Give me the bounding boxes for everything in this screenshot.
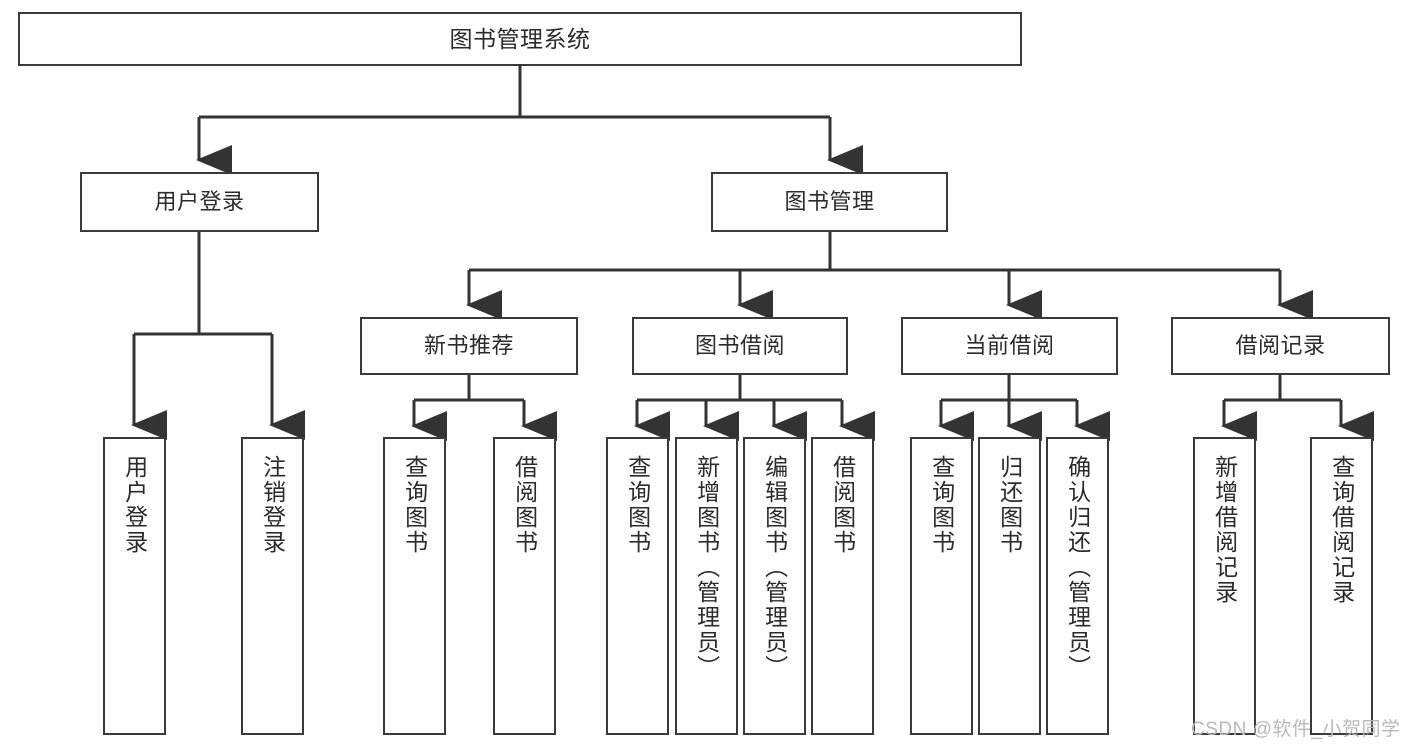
node-label: 图书管理 (784, 188, 875, 214)
node-root-system[interactable]: 图书管理系统 (18, 12, 1022, 66)
node-book-borrow[interactable]: 图书借阅 (632, 317, 848, 375)
leaf-query-book-recommend[interactable]: 查询图书 (383, 437, 446, 735)
node-label: 查询图书 (401, 455, 428, 555)
node-current-borrow[interactable]: 当前借阅 (901, 317, 1118, 375)
node-user-login[interactable]: 用户登录 (80, 172, 319, 232)
node-label: 图书管理系统 (449, 25, 591, 52)
node-book-management[interactable]: 图书管理 (711, 172, 948, 232)
node-label: 新增图书（管理员） (693, 455, 720, 680)
leaf-confirm-return-admin[interactable]: 确认归还（管理员） (1046, 437, 1109, 735)
node-label: 借阅图书 (829, 455, 856, 555)
leaf-user-login[interactable]: 用户登录 (103, 437, 166, 735)
leaf-borrow-book-recommend[interactable]: 借阅图书 (493, 437, 556, 735)
node-label: 查询图书 (624, 455, 651, 555)
node-borrow-record[interactable]: 借阅记录 (1171, 317, 1390, 375)
node-label: 编辑图书（管理员） (761, 455, 788, 680)
node-label: 查询借阅记录 (1328, 455, 1355, 605)
node-label: 归还图书 (996, 455, 1023, 555)
node-label: 注销登录 (259, 455, 286, 555)
leaf-edit-book-admin[interactable]: 编辑图书（管理员） (743, 437, 806, 735)
node-label: 图书借阅 (694, 332, 785, 358)
csdn-watermark: CSDN @软件_小贺同学 (1191, 719, 1401, 740)
node-label: 用户登录 (154, 188, 245, 214)
node-label: 借阅图书 (511, 455, 538, 555)
node-label: 确认归还（管理员） (1064, 455, 1091, 680)
node-label: 新增借阅记录 (1211, 455, 1238, 605)
node-label: 用户登录 (121, 455, 148, 555)
node-new-book-recommend[interactable]: 新书推荐 (360, 317, 578, 375)
node-label: 查询图书 (928, 455, 955, 555)
node-label: 新书推荐 (423, 332, 514, 358)
leaf-return-book[interactable]: 归还图书 (978, 437, 1041, 735)
node-label: 借阅记录 (1235, 332, 1326, 358)
leaf-query-borrow-record[interactable]: 查询借阅记录 (1310, 437, 1373, 735)
leaf-add-borrow-record[interactable]: 新增借阅记录 (1193, 437, 1256, 735)
leaf-query-book-borrow[interactable]: 查询图书 (606, 437, 669, 735)
leaf-add-book-admin[interactable]: 新增图书（管理员） (675, 437, 738, 735)
leaf-user-logout[interactable]: 注销登录 (241, 437, 304, 735)
node-label: 当前借阅 (964, 332, 1055, 358)
leaf-query-book-current[interactable]: 查询图书 (910, 437, 973, 735)
leaf-borrow-book[interactable]: 借阅图书 (811, 437, 874, 735)
